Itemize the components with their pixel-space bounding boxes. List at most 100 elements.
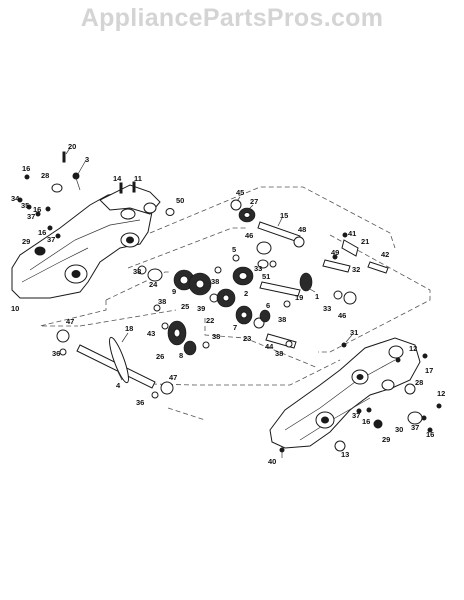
left-hardware (17, 151, 175, 256)
seal-29 (34, 246, 46, 256)
washer-28-right (404, 383, 416, 395)
callout-45: 45 (236, 188, 244, 197)
nut-37 (35, 211, 41, 217)
callout-12: 12 (437, 389, 445, 398)
callout-37: 37 (352, 411, 360, 420)
callout-16: 16 (33, 205, 41, 214)
callout-46: 46 (245, 231, 253, 240)
sprocket-26-hub (173, 328, 181, 338)
callout-41: 41 (348, 229, 356, 238)
bracket-32 (322, 259, 351, 273)
pin-3 (75, 177, 81, 191)
callout-16: 16 (22, 164, 30, 173)
bolt-16-low (47, 225, 53, 231)
bolt-16-right (427, 427, 433, 433)
callout-4: 4 (116, 381, 121, 390)
callout-31: 31 (350, 328, 358, 337)
bolt-16-mid (45, 206, 51, 212)
bolt-31 (341, 342, 347, 348)
callout-27: 27 (250, 197, 258, 206)
nut-49 (332, 254, 338, 260)
bearing-46-lower (343, 291, 357, 305)
right-housing-upper-boss (388, 345, 404, 359)
callout-48: 48 (298, 225, 306, 234)
callout-44: 44 (265, 342, 274, 351)
right-housing-lower-boss (381, 379, 395, 391)
right-housing (269, 337, 421, 449)
callout-24: 24 (149, 280, 158, 289)
callout-10: 10 (11, 304, 19, 313)
right-housing-bore (321, 416, 329, 424)
shaft-15 (257, 221, 301, 243)
callout-43: 43 (147, 329, 155, 338)
bolt-20 (62, 151, 66, 163)
lower-dash-outline (79, 309, 319, 369)
callout-28: 28 (41, 171, 49, 180)
callout-14: 14 (113, 174, 122, 183)
bearing-47-upper (56, 329, 70, 343)
callout-11: 11 (134, 174, 142, 183)
left-housing (11, 184, 161, 299)
leader-15 (277, 217, 283, 227)
seal-29-right (373, 419, 383, 429)
leader-20 (65, 147, 71, 155)
callout-8: 8 (179, 351, 183, 360)
callout-38: 38 (275, 349, 283, 358)
callout-29: 29 (22, 237, 30, 246)
callout-15: 15 (280, 211, 288, 220)
callout-36: 36 (136, 398, 144, 407)
callout-42: 42 (381, 250, 389, 259)
right-housing-rib-2 (299, 397, 371, 441)
washer-38-a (137, 265, 147, 275)
left-housing-rib-2 (21, 247, 89, 283)
leader-18 (121, 332, 129, 343)
left-housing-rib (29, 219, 141, 271)
callout-23: 23 (243, 334, 251, 343)
callout-25: 25 (181, 302, 189, 311)
fork-21 (341, 239, 359, 257)
nut-37-mid (356, 408, 362, 414)
callout-33: 33 (323, 304, 331, 313)
callout-3: 3 (85, 155, 89, 164)
washer-33-upper (257, 259, 269, 269)
sprocket-1 (299, 272, 313, 292)
washer-38-f (202, 341, 210, 349)
gear-2-hub (238, 272, 248, 280)
callout-13: 13 (341, 450, 349, 459)
cap-50 (165, 208, 175, 216)
bolt-14 (119, 182, 123, 194)
gear-5-washer (232, 254, 240, 262)
bolt-40 (279, 447, 285, 453)
callout-19: 19 (295, 293, 303, 302)
gear-9-hub (179, 275, 189, 285)
chain-18 (109, 336, 129, 384)
callout-40: 40 (268, 457, 276, 466)
middle-gear-train (137, 265, 297, 349)
nut-34 (17, 197, 23, 203)
gear-6 (259, 309, 271, 323)
left-housing-upper-bore (126, 236, 134, 244)
callout-50: 50 (176, 196, 184, 205)
callout-22: 22 (206, 316, 214, 325)
washer-38-d (285, 340, 293, 348)
callout-47: 47 (169, 373, 177, 382)
callout-30: 30 (395, 425, 403, 434)
leader-3 (77, 159, 87, 175)
callout-46: 46 (338, 311, 346, 320)
watermark: AppliancePartsPros.com (80, 4, 384, 32)
bolt-16-mid-right (366, 407, 372, 413)
washer-43 (161, 322, 169, 330)
nut-37-right (421, 415, 427, 421)
callout-9: 9 (172, 287, 176, 296)
leader-27 (248, 204, 254, 210)
right-hardware (279, 342, 442, 453)
leader-1 (307, 287, 316, 293)
nut-35 (26, 204, 32, 210)
callout-38: 38 (158, 297, 166, 306)
bottom-dash-outline (151, 359, 341, 386)
callout-38: 38 (133, 267, 141, 276)
left-housing-bracket-boss (143, 202, 157, 214)
callout-35: 35 (21, 201, 29, 210)
callout-33: 33 (254, 264, 262, 273)
pin-42 (367, 261, 389, 274)
